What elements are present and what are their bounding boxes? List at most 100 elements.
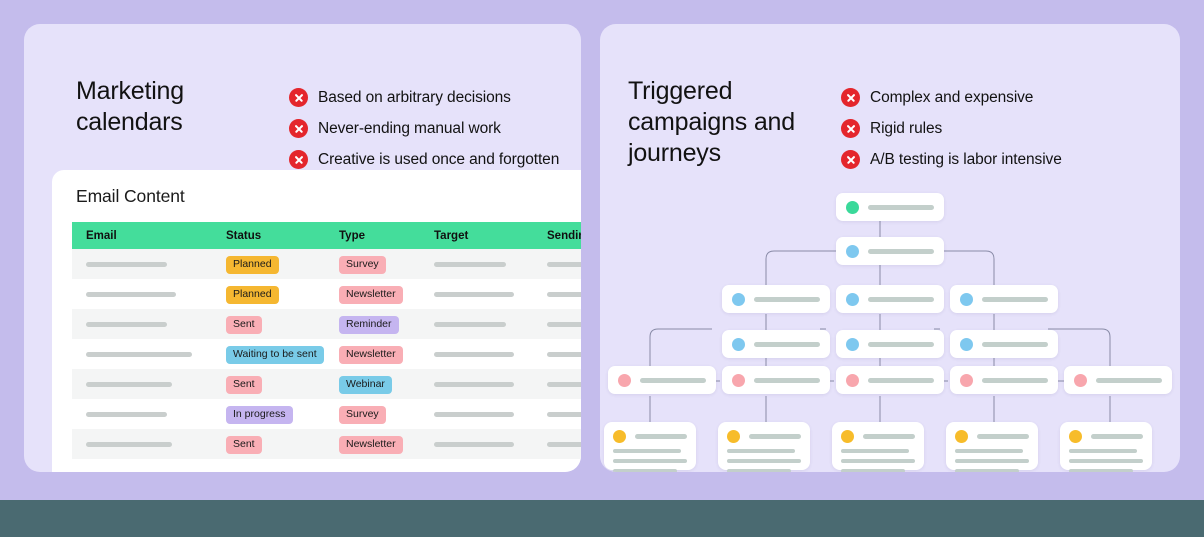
card-header [1069, 430, 1143, 443]
table-row[interactable]: In progress Survey [72, 399, 581, 429]
flow-card-content[interactable] [1060, 422, 1152, 472]
placeholder-bar [868, 341, 934, 347]
type-badge: Reminder [339, 316, 399, 334]
status-dot-blue [732, 337, 745, 351]
list-item: Rigid rules [841, 113, 1062, 144]
flow-card-content[interactable] [604, 422, 696, 472]
placeholder-line [727, 459, 801, 463]
status-dot-yellow [841, 430, 854, 443]
placeholder-bar [754, 377, 820, 383]
email-content-card: Email Content Email Status Type Target S… [52, 170, 581, 472]
cell-sending [533, 261, 581, 267]
flow-node-start[interactable] [836, 193, 944, 221]
cell-status: In progress [212, 404, 325, 424]
panel-marketing-calendars: Marketing calendars Based on arbitrary d… [24, 24, 581, 472]
flow-node-decision[interactable] [836, 237, 944, 265]
cell-target [420, 261, 533, 267]
cell-sending [533, 291, 581, 297]
cell-email [72, 351, 212, 357]
email-content-table: Email Status Type Target Sending Planned… [72, 222, 581, 459]
placeholder-bar [86, 441, 172, 447]
placeholder-bar [86, 321, 167, 327]
panel-triggered-campaigns: Triggered campaigns and journeys Complex… [600, 24, 1180, 472]
placeholder-bar [434, 351, 514, 357]
placeholder-bar [982, 341, 1048, 347]
placeholder-bar [434, 321, 506, 327]
cell-email [72, 411, 212, 417]
placeholder-bar [434, 441, 514, 447]
placeholder-line [727, 469, 791, 472]
placeholder-bar [635, 434, 687, 439]
flow-node-action[interactable] [722, 366, 830, 394]
placeholder-line [955, 459, 1029, 463]
status-dot-pink [618, 373, 631, 387]
placeholder-line [955, 469, 1019, 472]
status-dot-blue [846, 337, 859, 351]
list-item-label: Rigid rules [870, 119, 943, 137]
placeholder-bar [868, 296, 934, 302]
table-row[interactable]: Planned Newsletter [72, 279, 581, 309]
flow-node-decision[interactable] [722, 330, 830, 358]
flow-node-action[interactable] [836, 366, 944, 394]
card-header [955, 430, 1029, 443]
flow-card-content[interactable] [946, 422, 1038, 472]
table-row[interactable]: Sent Reminder [72, 309, 581, 339]
page-title-marketing-calendars: Marketing calendars [76, 77, 184, 136]
status-badge: Planned [226, 256, 279, 274]
placeholder-bar [863, 434, 915, 439]
flow-node-action[interactable] [1064, 366, 1172, 394]
cell-type: Survey [325, 254, 420, 274]
status-dot-yellow [955, 430, 968, 443]
table-row[interactable]: Waiting to be sent Newsletter [72, 339, 581, 369]
placeholder-bar [547, 351, 581, 357]
placeholder-bar [434, 261, 506, 267]
journey-flow-diagram [600, 174, 1180, 472]
status-dot-yellow [1069, 430, 1082, 443]
table-row[interactable]: Sent Webinar [72, 369, 581, 399]
email-content-title: Email Content [76, 186, 185, 206]
flow-node-decision[interactable] [836, 285, 944, 313]
flow-node-decision[interactable] [722, 285, 830, 313]
placeholder-line [1069, 449, 1137, 453]
cell-sending [533, 321, 581, 327]
column-header-status: Status [226, 229, 262, 242]
cell-type: Survey [325, 404, 420, 424]
column-header-type: Type [339, 229, 365, 242]
placeholder-bar [1096, 377, 1162, 383]
cell-type: Reminder [325, 314, 420, 334]
status-badge: Waiting to be sent [226, 346, 324, 364]
panel-left-header: Marketing calendars Based on arbitrary d… [24, 24, 581, 174]
flow-node-action[interactable] [950, 366, 1058, 394]
placeholder-bar [547, 321, 581, 327]
table-row[interactable]: Sent Newsletter [72, 429, 581, 459]
placeholder-bar [547, 411, 581, 417]
flow-card-content[interactable] [718, 422, 810, 472]
flow-card-content[interactable] [832, 422, 924, 472]
flow-node-decision[interactable] [950, 285, 1058, 313]
status-dot-pink [846, 373, 859, 387]
cell-email [72, 381, 212, 387]
status-dot-yellow [613, 430, 626, 443]
card-header [841, 430, 915, 443]
list-item-label: Creative is used once and forgotten [318, 150, 560, 168]
cell-type: Newsletter [325, 434, 420, 454]
placeholder-bar [754, 341, 820, 347]
cell-sending [533, 441, 581, 447]
type-badge: Survey [339, 406, 386, 424]
flow-node-decision[interactable] [950, 330, 1058, 358]
status-dot-pink [960, 373, 973, 387]
placeholder-line [1069, 469, 1133, 472]
pain-point-list-right: Complex and expensive Rigid rules A/B te… [841, 82, 1062, 175]
table-row[interactable]: Planned Survey [72, 249, 581, 279]
placeholder-line [841, 449, 909, 453]
bottom-bar [0, 500, 1204, 537]
flow-node-decision[interactable] [836, 330, 944, 358]
status-dot-pink [1074, 373, 1087, 387]
cell-target [420, 321, 533, 327]
cell-target [420, 411, 533, 417]
cell-email [72, 291, 212, 297]
placeholder-bar [868, 377, 934, 383]
cell-type: Newsletter [325, 344, 420, 364]
cell-email [72, 261, 212, 267]
flow-node-action[interactable] [608, 366, 716, 394]
